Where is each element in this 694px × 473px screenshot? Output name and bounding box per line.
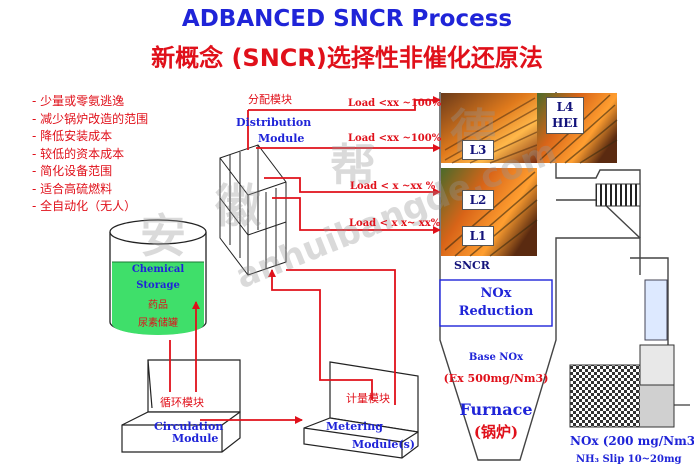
benefit-item: 降低安装成本 bbox=[32, 128, 148, 146]
reduction-label-1: NOx bbox=[480, 286, 512, 301]
load-label: Load <xx ~100% bbox=[348, 133, 442, 144]
benefit-item: 较低的资本成本 bbox=[32, 146, 148, 164]
air-heater bbox=[569, 364, 641, 428]
benefit-item: 减少锅炉改造的范围 bbox=[32, 111, 148, 129]
title-cn: 新概念 (SNCR)选择性非催化还原法 bbox=[151, 44, 543, 72]
circulation-label-en2: Module bbox=[172, 432, 219, 445]
duct bbox=[644, 279, 668, 341]
benefit-item: 适合高硫燃料 bbox=[32, 181, 148, 199]
furnace-base-nox: Base NOx bbox=[468, 352, 524, 363]
furnace-label-cn: (锅炉) bbox=[473, 423, 519, 441]
outlet-slip: NH₃ Slip 10~20mg bbox=[576, 454, 682, 465]
benefit-item: 全自动化（无人） bbox=[32, 198, 148, 216]
sncr-label: SNCR bbox=[454, 259, 490, 272]
flow-lines bbox=[169, 96, 441, 424]
watermark-char: 帮 bbox=[330, 139, 376, 193]
outlet-nox-text: NOx (200 mg/Nm3) bbox=[570, 434, 694, 448]
benefit-item: 简化设备范围 bbox=[32, 163, 148, 181]
nox-reduction-box bbox=[439, 279, 553, 327]
title-en: ADBANCED SNCR Process bbox=[181, 6, 513, 32]
distribution-label-en2: Module bbox=[258, 132, 305, 145]
outlet-nox: NOx (200 mg/Nm3) bbox=[570, 434, 694, 448]
storage-label-en1: Chemical bbox=[131, 264, 185, 275]
distribution-label-en1: Distribution bbox=[236, 116, 312, 129]
economizer-grid bbox=[595, 183, 641, 207]
storage-label-en2: Storage bbox=[136, 280, 180, 291]
outlet-duct bbox=[640, 384, 675, 428]
benefit-list: 少量或零氨逃逸 减少锅炉改造的范围 降低安装成本 较低的资本成本 简化设备范围 … bbox=[32, 93, 148, 216]
load-label: Load <xx ~100% bbox=[348, 98, 442, 109]
metering-label-en1: Metering bbox=[326, 420, 383, 433]
furnace-label: Furnace bbox=[459, 400, 533, 419]
outlet-box bbox=[639, 344, 675, 386]
metering-label-en2: Module(s) bbox=[352, 438, 415, 451]
circulation-label-cn: 循环模块 bbox=[160, 396, 204, 409]
level-l4-box: L4 HEI bbox=[546, 97, 584, 134]
benefit-item: 少量或零氨逃逸 bbox=[32, 93, 148, 111]
circulation-module bbox=[121, 359, 241, 453]
level-hei-label: HEI bbox=[551, 116, 579, 130]
furnace-ex-nox: (Ex 500mg/Nm3) bbox=[443, 372, 549, 385]
level-l4-label: L4 bbox=[556, 100, 574, 114]
watermark-char: 徽 bbox=[215, 179, 261, 233]
distribution-module bbox=[219, 144, 287, 276]
metering-label-cn: 计量模块 bbox=[346, 392, 390, 405]
watermark-char: 安 bbox=[140, 209, 186, 263]
reduction-label-2: Reduction bbox=[458, 304, 534, 319]
level-l2-box: L2 bbox=[462, 190, 494, 210]
distribution-label-cn: 分配模块 bbox=[248, 93, 292, 106]
storage-label-cn1: 药品 bbox=[148, 300, 168, 311]
chemical-storage-tank bbox=[109, 219, 207, 335]
circulation-label-en1: Circulation bbox=[154, 420, 224, 433]
load-label: Load < x ~xx % bbox=[350, 181, 436, 192]
level-l3-box: L3 bbox=[462, 140, 494, 160]
load-label: Load < x x~ xx% bbox=[349, 218, 441, 229]
level-l1-box: L1 bbox=[462, 226, 494, 246]
storage-label-cn2: 尿素储罐 bbox=[138, 318, 178, 329]
